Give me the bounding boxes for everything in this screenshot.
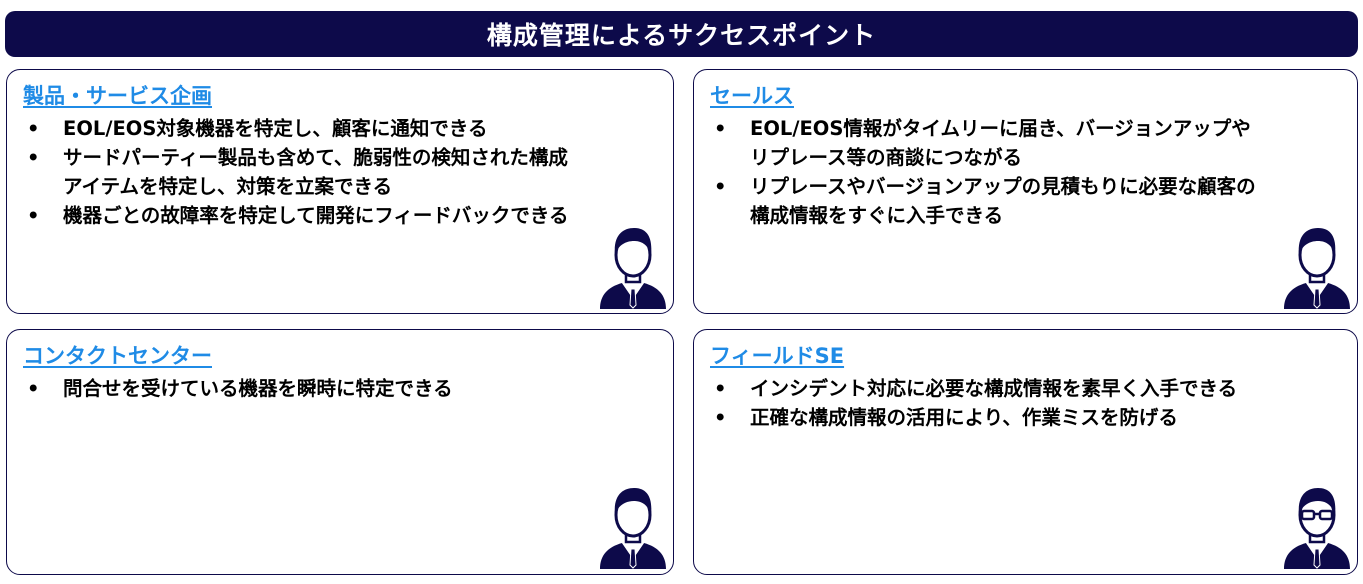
businessman-icon [1284, 228, 1350, 309]
bullet-list: EOL/EOS情報がタイムリーに届き、バージョンアップや リプレース等の商談につ… [710, 114, 1256, 230]
panel-heading-field-se: フィールドSE [710, 344, 845, 368]
list-item-continuation: リプレース等の商談につながる [750, 146, 1023, 169]
panel-heading-sales: セールス [710, 84, 794, 108]
list-item: リプレースやバージョンアップの見積もりに必要な顧客の [710, 172, 1256, 201]
panel-contact-center: コンタクトセンター 問合せを受けている機器を瞬時に特定できる [6, 329, 674, 575]
list-item: EOL/EOS情報がタイムリーに届き、バージョンアップや [710, 114, 1256, 143]
list-item: インシデント対応に必要な構成情報を素早く入手できる [710, 374, 1237, 403]
list-item: 正確な構成情報の活用により、作業ミスを防げる [710, 403, 1237, 432]
page-title: 構成管理によるサクセスポイント [486, 21, 877, 50]
bullet-list: EOL/EOS対象機器を特定し、顧客に通知できる サードパーティー製品も含めて、… [23, 114, 568, 230]
businessman-icon [600, 228, 666, 309]
panel-sales: セールス EOL/EOS情報がタイムリーに届き、バージョンアップや リプレース等… [693, 69, 1358, 314]
businessman-with-glasses-icon [1284, 488, 1350, 569]
panel-product-planning: 製品・サービス企画 EOL/EOS対象機器を特定し、顧客に通知できる サードパー… [6, 69, 674, 314]
list-item-continuation: 構成情報をすぐに入手できる [750, 204, 1004, 227]
list-item: EOL/EOS対象機器を特定し、顧客に通知できる [23, 114, 568, 143]
list-item: 機器ごとの故障率を特定して開発にフィードバックできる [23, 201, 568, 230]
list-item: サードパーティー製品も含めて、脆弱性の検知された構成 [23, 143, 568, 172]
title-banner: 構成管理によるサクセスポイント [5, 11, 1358, 57]
panel-field-se: フィールドSE インシデント対応に必要な構成情報を素早く入手できる 正確な構成情… [693, 329, 1358, 575]
businessman-icon [600, 488, 666, 569]
bullet-list: インシデント対応に必要な構成情報を素早く入手できる 正確な構成情報の活用により、… [710, 374, 1237, 432]
list-item-continuation: アイテムを特定し、対策を立案できる [63, 175, 393, 198]
panel-heading-contact-center: コンタクトセンター [23, 344, 212, 368]
list-item: 問合せを受けている機器を瞬時に特定できる [23, 374, 453, 403]
panel-heading-product-planning: 製品・サービス企画 [23, 84, 212, 108]
bullet-list: 問合せを受けている機器を瞬時に特定できる [23, 374, 453, 403]
